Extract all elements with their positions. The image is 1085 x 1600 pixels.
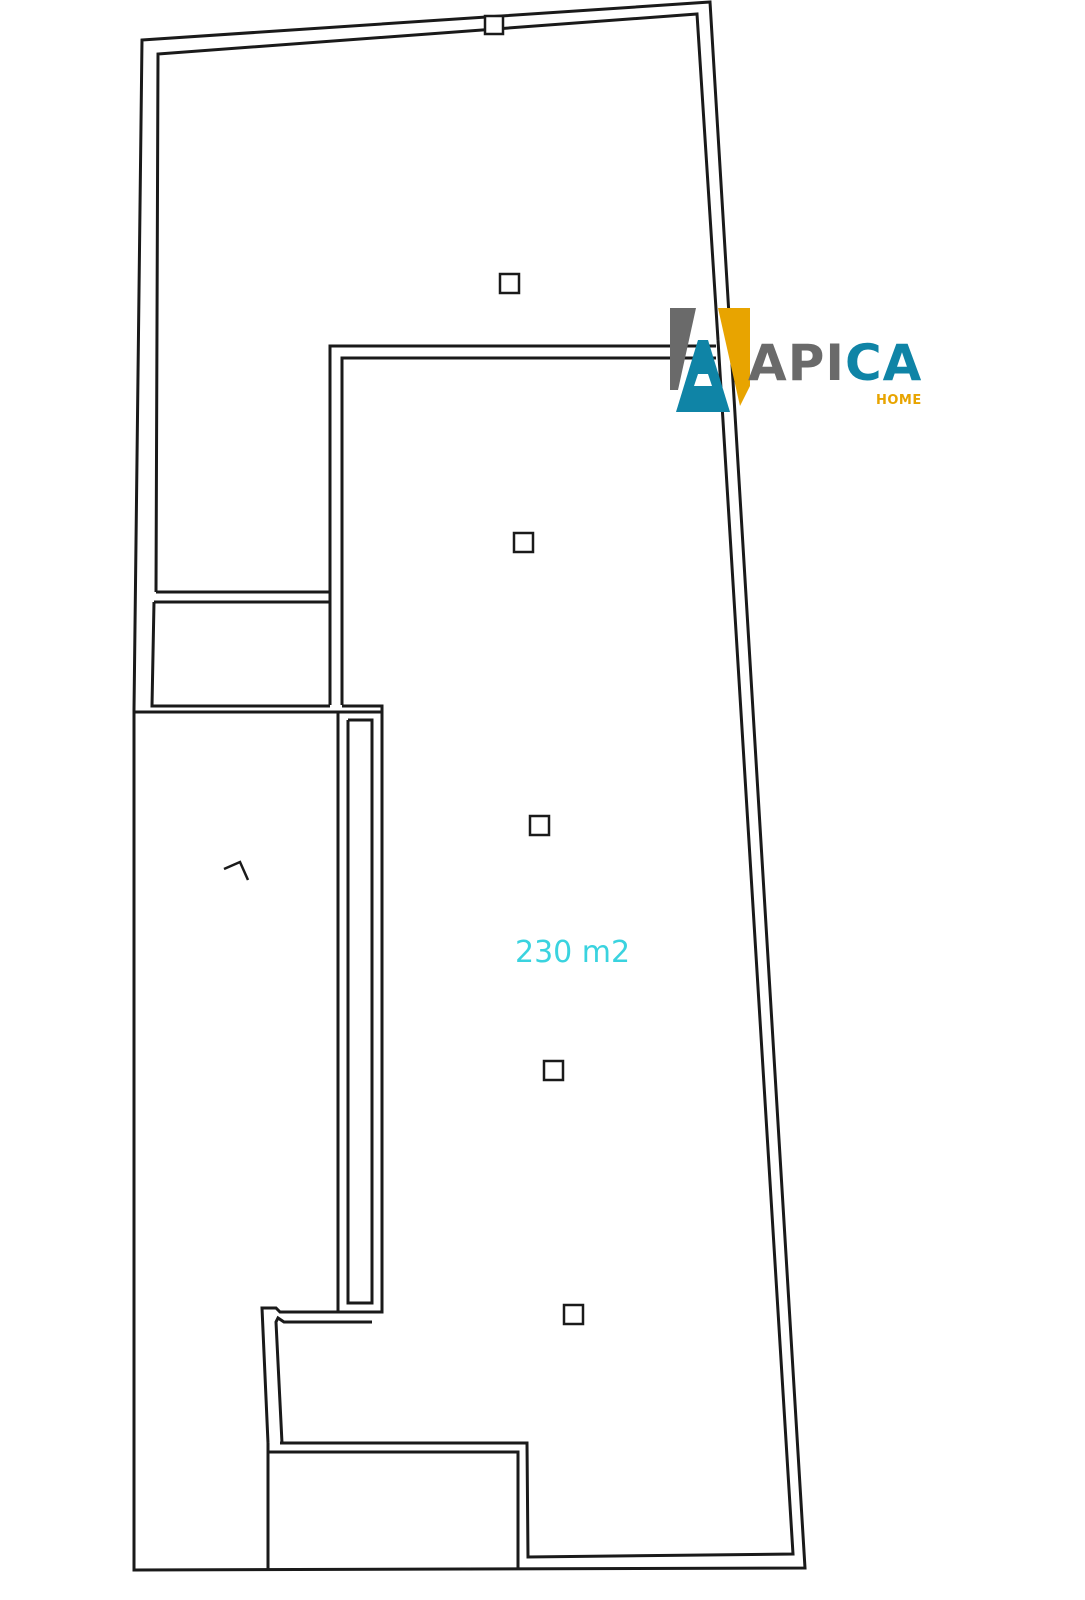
- column: [498, 272, 521, 295]
- lower-wall: [266, 1443, 520, 1568]
- logo-letter: P: [787, 334, 826, 392]
- upper-room-wall: [154, 12, 720, 593]
- column: [512, 531, 535, 554]
- column: [542, 1059, 565, 1082]
- logo-gold-stroke: [718, 308, 750, 406]
- outer-wall: [132, 0, 807, 1572]
- logo-letter: C: [844, 334, 883, 392]
- column: [528, 814, 551, 837]
- apica-logo: APICA HOME: [668, 306, 928, 416]
- apica-logo-mark: [670, 308, 750, 412]
- top-wall-marker: [483, 14, 505, 36]
- area-label: 230 m2: [515, 935, 630, 970]
- logo-gray-stroke: [670, 308, 696, 390]
- central-partition-inner: [340, 356, 716, 705]
- corridor-strip-outer: [336, 704, 384, 1314]
- logo-letter: A: [882, 334, 923, 392]
- logo-letter: A: [748, 334, 788, 392]
- corridor-strip-inner: [346, 718, 374, 1305]
- logo-wordmark: APICA: [748, 338, 922, 388]
- left-small-room-bottom: [150, 601, 330, 708]
- column: [562, 1303, 585, 1326]
- lower-jog-inner: [274, 1315, 372, 1444]
- logo-subtitle: HOME: [876, 393, 922, 408]
- logo-tower-window: [694, 374, 712, 386]
- logo-letter: I: [825, 334, 845, 392]
- central-partition-top: [328, 344, 716, 705]
- left-room-mark: [223, 860, 250, 881]
- lower-jog-outer: [260, 1306, 338, 1444]
